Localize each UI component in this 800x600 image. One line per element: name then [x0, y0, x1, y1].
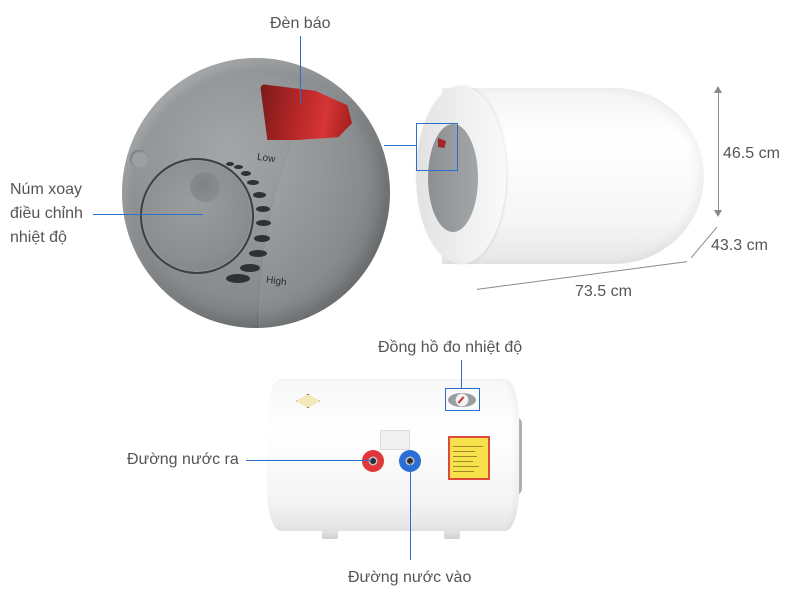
scale-tick [226, 162, 234, 166]
scale-tick [240, 264, 260, 272]
heater-control-panel [428, 124, 478, 232]
scale-tick [234, 165, 243, 169]
control-panel-closeup: Low High [122, 58, 390, 328]
water-inlet-label: Đường nước vào [348, 569, 472, 586]
water-inlet-pipe [399, 450, 421, 472]
height-dimension: 46.5 cm [723, 145, 780, 162]
thermometer-highlight-box [445, 388, 480, 411]
knob-leader [93, 214, 203, 215]
width-dimension: 73.5 cm [575, 283, 632, 300]
indicator-light-label: Đèn báo [270, 15, 331, 32]
indicator-light-leader [300, 36, 301, 104]
arrow-up-icon [714, 86, 722, 93]
water-outlet-label: Đường nước ra [127, 451, 239, 468]
closeup-connector [384, 145, 417, 146]
scale-tick [249, 250, 267, 257]
scale-tick [254, 235, 270, 242]
front-foot-right [444, 529, 460, 539]
knob-label-line2: điều chỉnh [10, 205, 83, 222]
scale-tick [256, 220, 271, 226]
heater-indicator-light [438, 138, 446, 148]
brand-logo [296, 394, 320, 408]
pipe-info-label [380, 430, 410, 450]
low-label: Low [256, 151, 277, 166]
scale-tick [247, 180, 259, 185]
knob-label-line1: Núm xoay [10, 181, 83, 198]
height-dimension-line [718, 90, 719, 214]
scale-tick [226, 274, 250, 283]
scale-tick [253, 192, 266, 198]
scale-tick [256, 206, 270, 212]
temperature-knob [140, 158, 254, 274]
knob-dimple [190, 172, 220, 202]
water-outlet-leader [246, 460, 372, 461]
arrow-down-icon [714, 210, 722, 217]
closeup-highlight-box [416, 123, 458, 171]
scale-tick [241, 171, 251, 176]
panel-screw [130, 150, 148, 168]
depth-dimension: 43.3 cm [711, 237, 768, 254]
front-foot-left [322, 529, 338, 539]
knob-label-line3: nhiệt độ [10, 229, 67, 246]
thermometer-label: Đồng hồ đo nhiệt độ [378, 339, 523, 356]
thermometer-leader [461, 360, 462, 388]
warning-sticker [448, 436, 490, 480]
water-inlet-leader [410, 462, 411, 560]
water-outlet-pipe [362, 450, 384, 472]
